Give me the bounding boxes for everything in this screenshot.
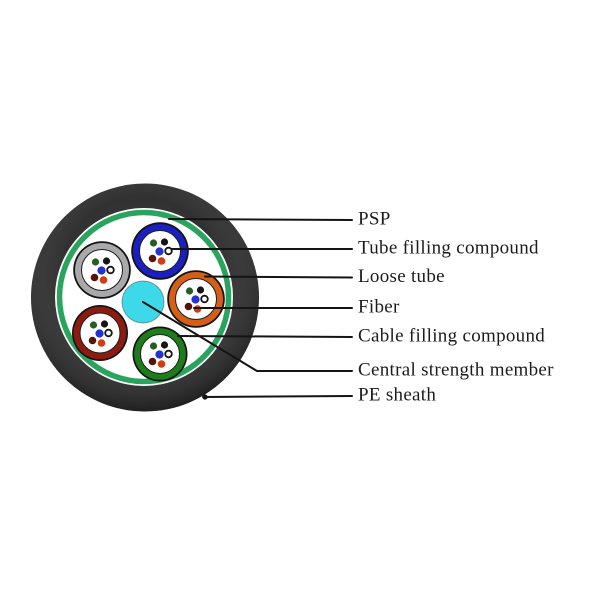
label-central-strength-member: Central strength member <box>358 359 554 380</box>
label-fiber: Fiber <box>358 296 400 317</box>
loose-tube-gray <box>73 241 131 299</box>
leader-line-central-strength-member <box>142 301 353 372</box>
leader-line-psp <box>168 218 353 221</box>
label-tube-filling-compound: Tube filling compound <box>358 237 539 258</box>
loose-tube-orange <box>167 270 225 328</box>
leader-line-pe-sheath <box>202 395 353 398</box>
leader-line-loose-tube <box>204 275 353 279</box>
label-cable-filling-compound: Cable filling compound <box>358 325 545 346</box>
leader-dot-pe-sheath <box>202 394 208 400</box>
loose-tube-blue <box>131 222 189 280</box>
leader-line-cable-filling-compound <box>177 335 353 338</box>
label-pe-sheath: PE sheath <box>358 384 436 405</box>
label-loose-tube: Loose tube <box>358 266 445 287</box>
psp-ring <box>56 209 232 385</box>
loose-tube-darkred <box>72 305 128 361</box>
label-psp: PSP <box>358 208 391 229</box>
loose-tube-green <box>132 326 188 382</box>
